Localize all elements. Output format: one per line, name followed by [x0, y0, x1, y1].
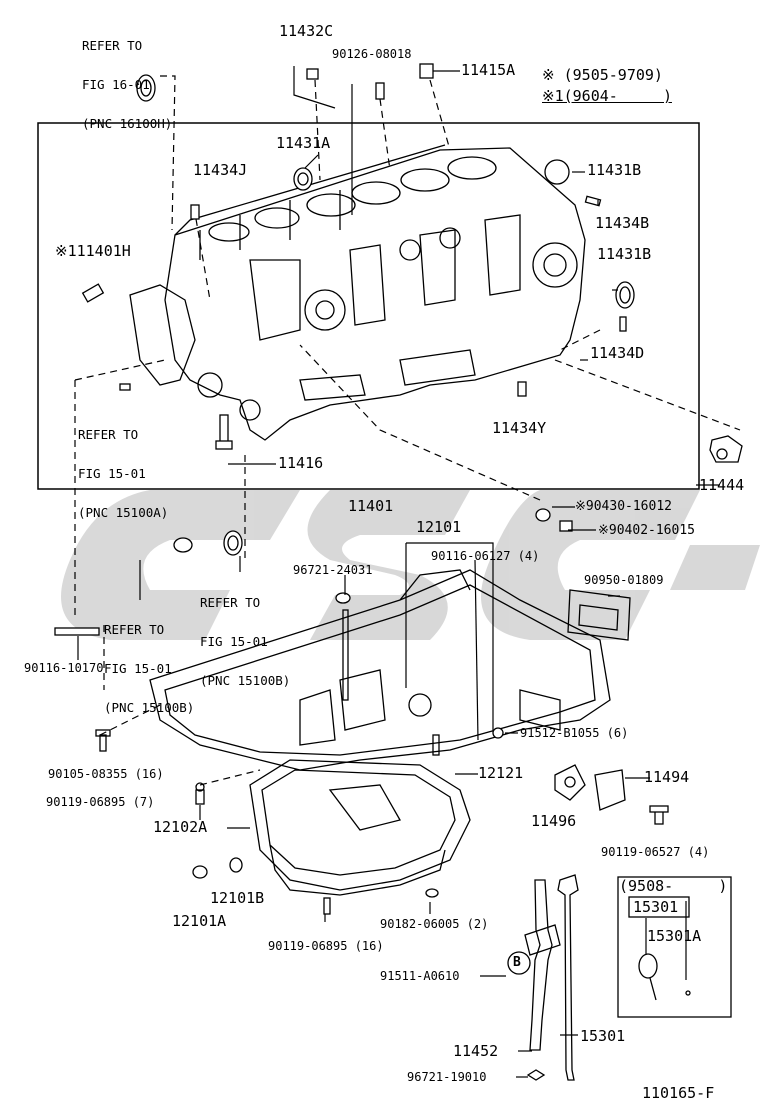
ref-line: REFER TO [78, 427, 139, 442]
small-parts [54, 63, 743, 636]
part-label: 11431B [597, 245, 652, 263]
part-label: 12101A [172, 912, 227, 930]
ref-line: REFER TO [200, 595, 261, 610]
ref-line: REFER TO [104, 622, 165, 637]
cylinder-block-drawing [129, 144, 586, 441]
part-label: 11434B [595, 214, 650, 232]
part-label: 15301A [647, 927, 702, 945]
ref-line: (PNC 16100H) [82, 116, 173, 131]
oil-pan-lower-drawing [95, 729, 471, 915]
part-label: 11452 [453, 1042, 499, 1060]
dipstick-assembly [524, 874, 732, 1081]
part-label: 11415A [461, 61, 516, 79]
ref-line: REFER TO [82, 38, 143, 53]
leader-lines [77, 66, 720, 1078]
part-label: 90119-06527 (4) [601, 845, 710, 859]
part-label: ※111401H [55, 242, 131, 260]
part-label: 91511-A0610 [380, 969, 460, 983]
part-label: 12101B [210, 889, 265, 907]
part-label: 11434Y [492, 419, 547, 437]
part-label: 96721-24031 [293, 563, 373, 577]
ref-note-fig15b-left: REFER TO FIG 15-01 (PNC 15100B) [104, 597, 194, 727]
ref-line: FIG 15-01 [78, 466, 146, 481]
part-label: (9508- ) [619, 877, 728, 895]
ref-line: (PNC 15100B) [200, 673, 291, 688]
legend-line-2: ※1(9604- ) [542, 87, 672, 105]
part-label: 11431A [276, 134, 331, 152]
part-label: 90119-06895 (7) [46, 795, 155, 809]
baffle-plate [567, 589, 631, 641]
part-label: 11494 [644, 768, 690, 786]
part-label: 11434D [590, 344, 645, 362]
marker-b: B [513, 955, 521, 970]
part-label: 11496 [531, 812, 577, 830]
figure-id: 110165-F [642, 1084, 715, 1102]
part-label: 90950-01809 [584, 573, 664, 587]
part-label: 90116-10170 [24, 661, 104, 675]
marker-b-circle [507, 951, 531, 975]
ref-line: FIG 15-01 [200, 634, 268, 649]
part-label: 12102A [153, 818, 208, 836]
part-label: ※90402-16015 [598, 523, 695, 538]
dashed-lines [74, 75, 741, 786]
part-label: 11434J [193, 161, 248, 179]
part-label: 11444 [699, 476, 745, 494]
ref-line: (PNC 15100A) [78, 505, 169, 520]
ref-line: FIG 16-01 [82, 77, 150, 92]
part-label: 11432C [279, 22, 334, 40]
ref-note-fig15a: REFER TO FIG 15-01 (PNC 15100A) [78, 402, 168, 532]
block-frame [37, 122, 700, 490]
part-label: 15301 [580, 1027, 626, 1045]
part-label: 90126-08018 [332, 47, 412, 61]
oil-pan-upper-drawing [149, 569, 611, 771]
part-label: 11431B [587, 161, 642, 179]
part-label: 12121 [478, 764, 524, 782]
part-label: 90105-08355 (16) [48, 767, 164, 781]
part-label: 90116-06127 (4) [431, 549, 540, 563]
gasket-parts [492, 727, 669, 825]
legend-line-1: ※ (9505-9709) [542, 66, 663, 84]
ref-note-fig16: REFER TO FIG 16-01 (PNC 16100H) [82, 13, 172, 143]
part-label: 12101 [416, 518, 462, 536]
ref-note-fig15b-mid: REFER TO FIG 15-01 (PNC 15100B) [200, 570, 290, 700]
part-label: ※90430-16012 [575, 499, 672, 514]
part-label: 11416 [278, 454, 324, 472]
part-label: 11401 [348, 497, 394, 515]
ref-line: FIG 15-01 [104, 661, 172, 676]
part-label: 91512-B1055 (6) [520, 726, 629, 740]
ref-line: (PNC 15100B) [104, 700, 195, 715]
part-label: 96721-19010 [407, 1070, 487, 1084]
part-label: 90182-06005 (2) [380, 917, 489, 931]
part-label: 15301 [633, 898, 679, 916]
part-label: 90119-06895 (16) [268, 939, 384, 953]
